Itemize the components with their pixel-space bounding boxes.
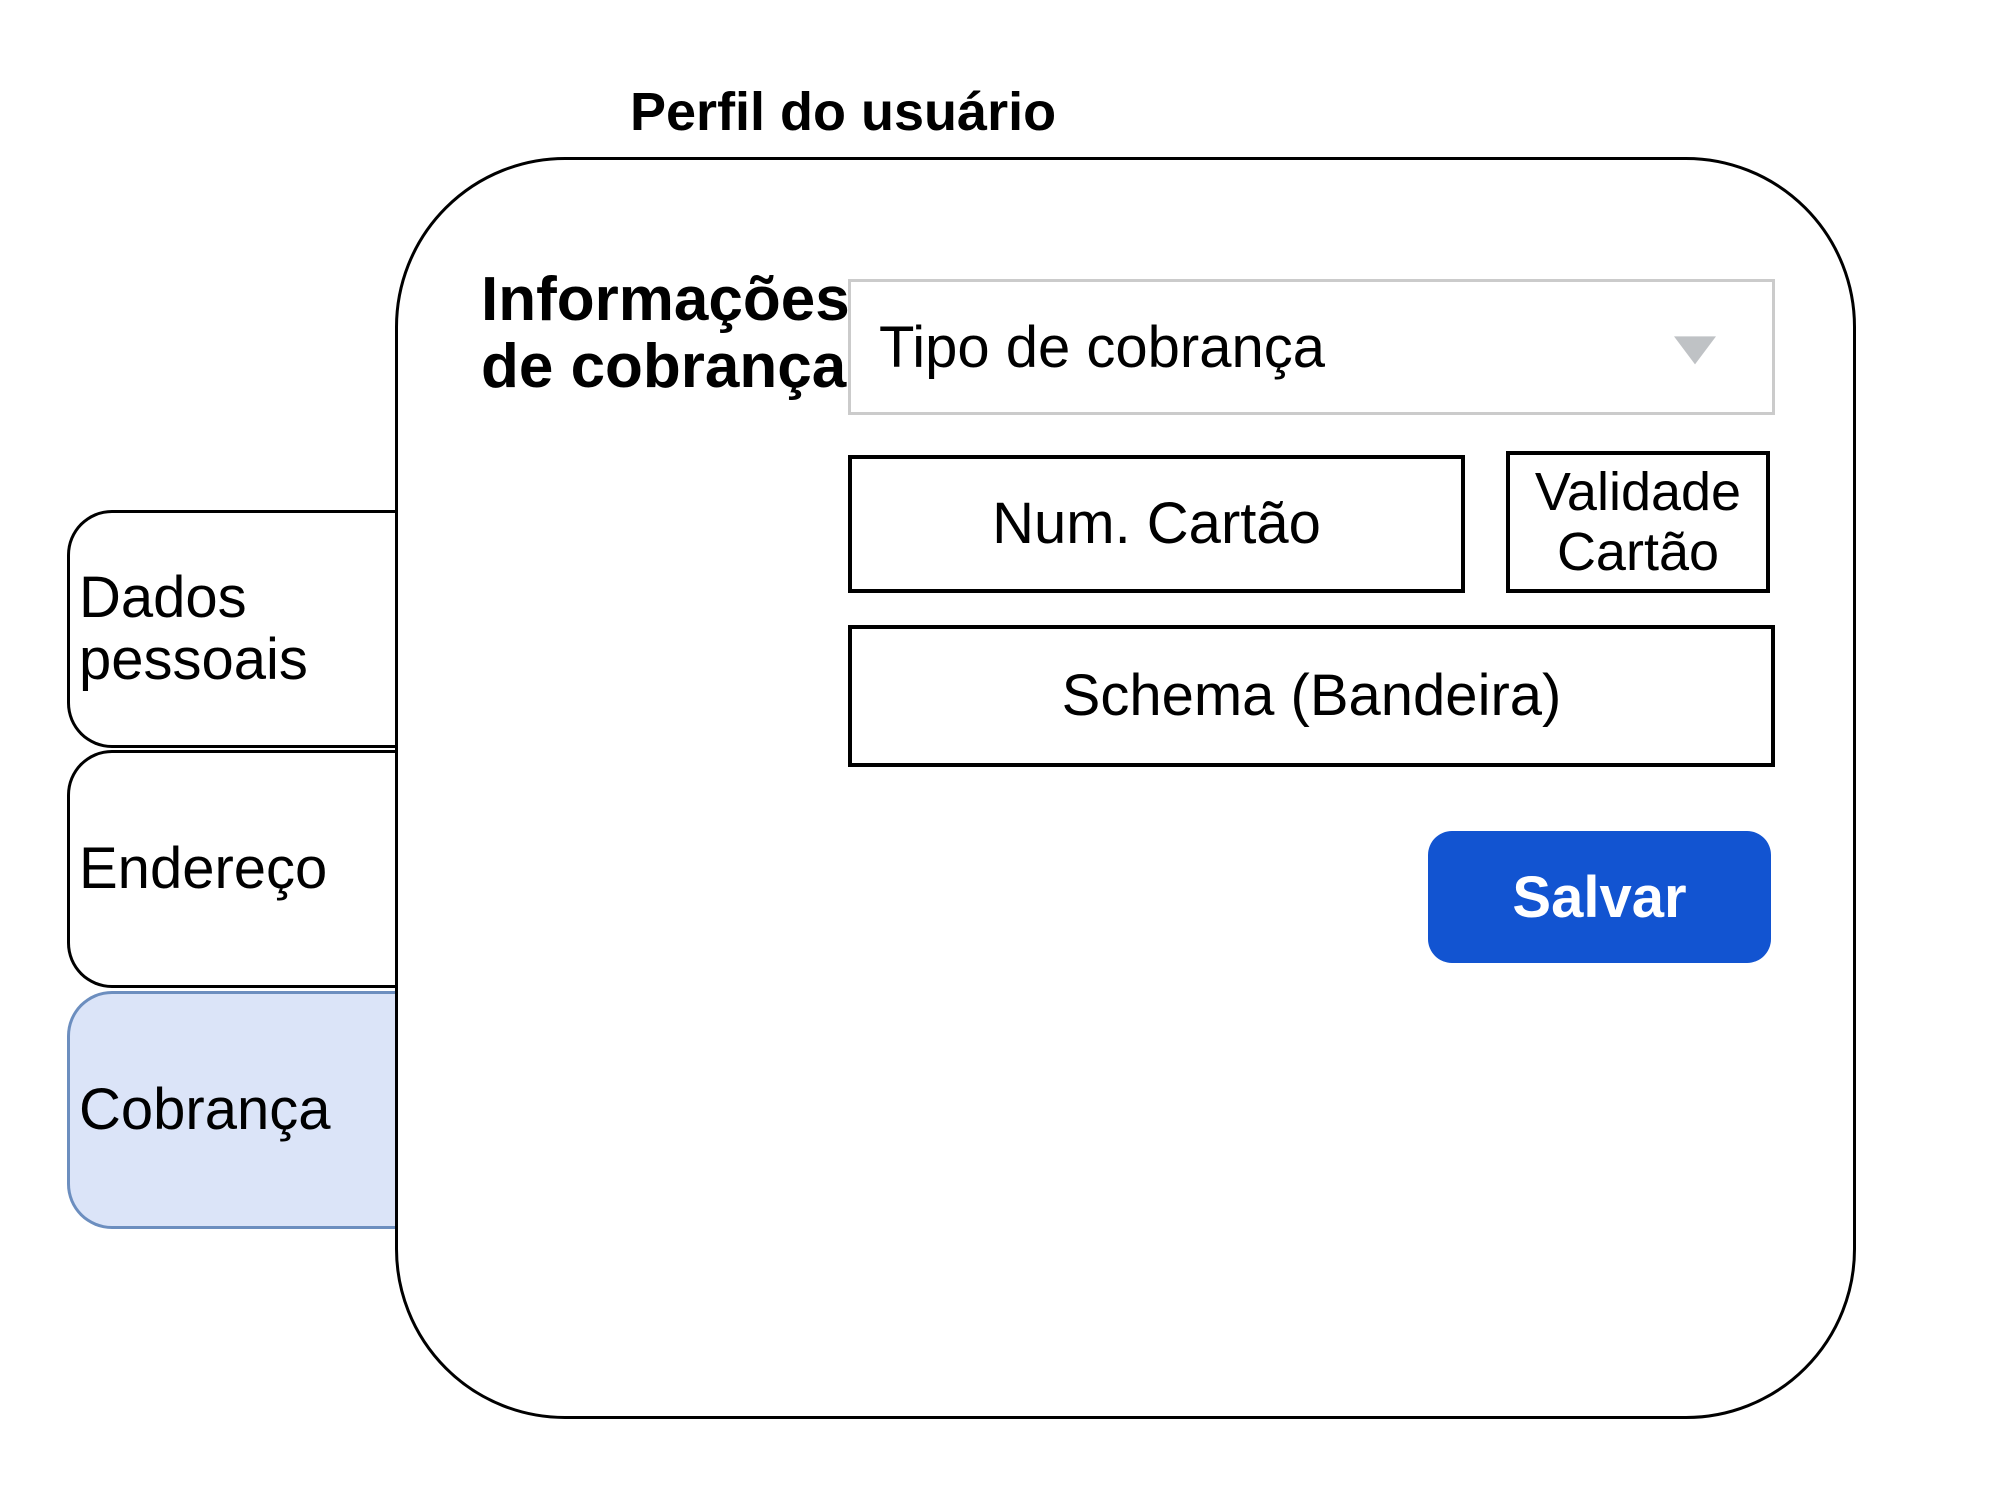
card-expiry-placeholder: Validade Cartão: [1535, 462, 1741, 582]
tab-label: Cobrança: [79, 1077, 331, 1142]
tab-cobranca-active[interactable]: Cobrança: [67, 991, 397, 1229]
tab-dados-pessoais[interactable]: Dados pessoais: [67, 510, 397, 748]
billing-info-label: Informações de cobrança: [481, 266, 850, 400]
billing-info-label-line1: Informações: [481, 265, 850, 334]
tab-label: Dados pessoais: [79, 565, 308, 692]
user-profile-panel: Informações de cobrança Tipo de cobrança…: [395, 157, 1856, 1419]
billing-type-dropdown-value: Tipo de cobrança: [879, 314, 1326, 380]
card-schema-field[interactable]: Schema (Bandeira): [848, 625, 1775, 767]
card-number-field[interactable]: Num. Cartão: [848, 455, 1465, 593]
card-expiry-placeholder-line2: Cartão: [1556, 522, 1720, 582]
page-title: Perfil do usuário: [630, 82, 1057, 142]
billing-info-label-line2: de cobrança: [481, 332, 847, 401]
tab-endereco[interactable]: Endereço: [67, 750, 397, 988]
card-schema-placeholder: Schema (Bandeira): [1061, 663, 1562, 728]
billing-type-dropdown[interactable]: Tipo de cobrança: [848, 279, 1775, 415]
chevron-down-icon: [1674, 336, 1716, 365]
card-expiry-field[interactable]: Validade Cartão: [1506, 451, 1770, 593]
save-button[interactable]: Salvar: [1428, 831, 1771, 963]
tab-label: Endereço: [79, 836, 328, 901]
card-number-placeholder: Num. Cartão: [992, 491, 1321, 556]
card-expiry-placeholder-line1: Validade: [1534, 462, 1742, 522]
